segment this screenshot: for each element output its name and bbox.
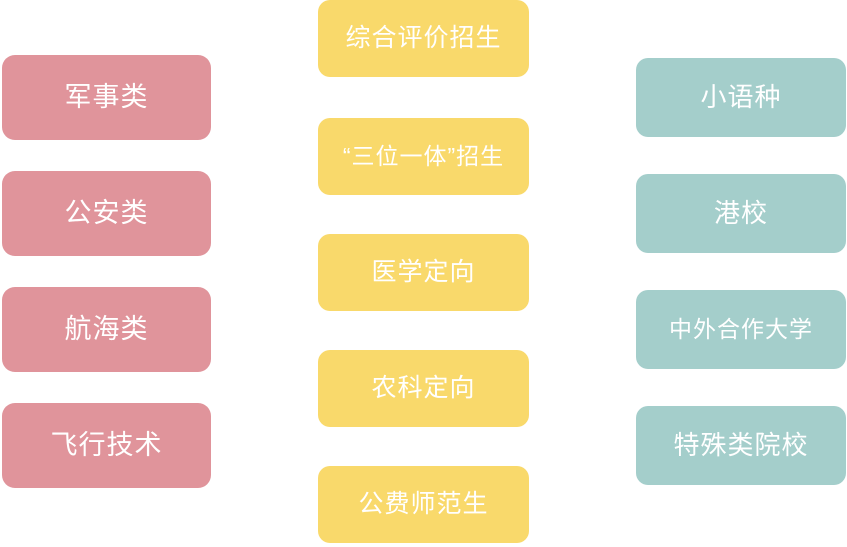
chip-special-institutions[interactable]: 特殊类院校 <box>636 406 846 485</box>
chip-public-security[interactable]: 公安类 <box>2 171 211 256</box>
chip-funded-teacher-training[interactable]: 公费师范生 <box>318 466 529 543</box>
chip-joint-venture-univ[interactable]: 中外合作大学 <box>636 290 846 369</box>
chip-medical-oriented[interactable]: 医学定向 <box>318 234 529 311</box>
chip-flight-tech[interactable]: 飞行技术 <box>2 403 211 488</box>
left-category-column: 军事类 公安类 航海类 飞行技术 <box>0 0 214 547</box>
right-category-column: 小语种 港校 中外合作大学 特殊类院校 <box>636 0 847 547</box>
chip-military[interactable]: 军事类 <box>2 55 211 140</box>
chip-hong-kong-schools[interactable]: 港校 <box>636 174 846 253</box>
chip-minor-languages[interactable]: 小语种 <box>636 58 846 137</box>
chip-three-in-one[interactable]: “三位一体”招生 <box>318 118 529 195</box>
chip-agriculture-oriented[interactable]: 农科定向 <box>318 350 529 427</box>
chip-navigation[interactable]: 航海类 <box>2 287 211 372</box>
middle-category-column: 综合评价招生 “三位一体”招生 医学定向 农科定向 公费师范生 <box>318 0 530 547</box>
chip-comprehensive-evaluation[interactable]: 综合评价招生 <box>318 0 529 77</box>
